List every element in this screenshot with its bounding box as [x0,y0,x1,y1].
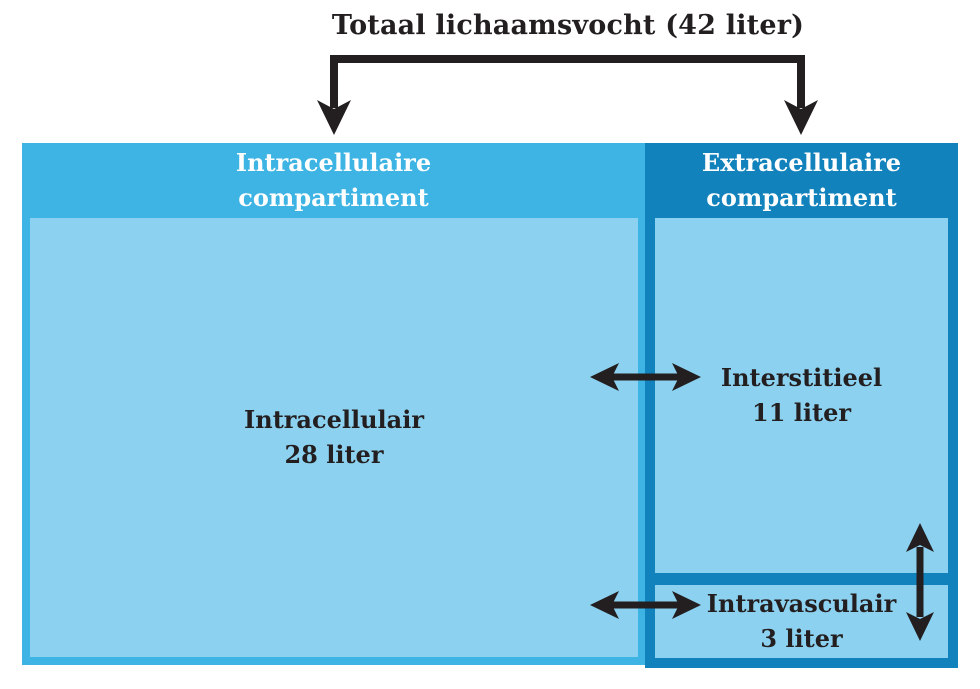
intravascular-volume: 3 liter [760,623,843,653]
intracellular-volume: 28 liter [284,439,384,469]
extracellular-header: Extracellulaire compartiment [645,143,958,218]
intracellular-header: Intracellulaire compartiment [22,143,645,218]
total-split-arrow-icon [317,55,818,135]
diagram-title: Totaal lichaamsvocht (42 liter) [331,10,805,41]
interstitial-volume: 11 liter [752,397,851,427]
extracellular-compartment: Extracellulaire compartiment Interstitie… [645,143,958,668]
intracellular-cell-text: Intracellulair 28 liter [244,403,424,471]
extracellular-header-line1: Extracellulaire [701,148,902,178]
intracellular-header-line2: compartiment [238,182,429,212]
intracellular-label: Intracellulair [244,405,424,435]
intracellular-header-line1: Intracellulaire [235,148,432,178]
intravascular-cell-text: Intravasculair 3 liter [707,587,896,655]
interstitial-label: Interstitieel [720,363,883,393]
interstitial-cell-text: Interstitieel 11 liter [721,361,882,429]
extracellular-header-line2: compartiment [706,182,897,212]
intravascular-cell: Intravasculair 3 liter [655,585,948,658]
interstitial-cell: Interstitieel 11 liter [655,218,948,573]
intracellular-compartment: Intracellulaire compartiment Intracellul… [22,143,645,665]
intravascular-label: Intravasculair [706,589,897,619]
intracellular-cell: Intracellulair 28 liter [30,218,638,657]
